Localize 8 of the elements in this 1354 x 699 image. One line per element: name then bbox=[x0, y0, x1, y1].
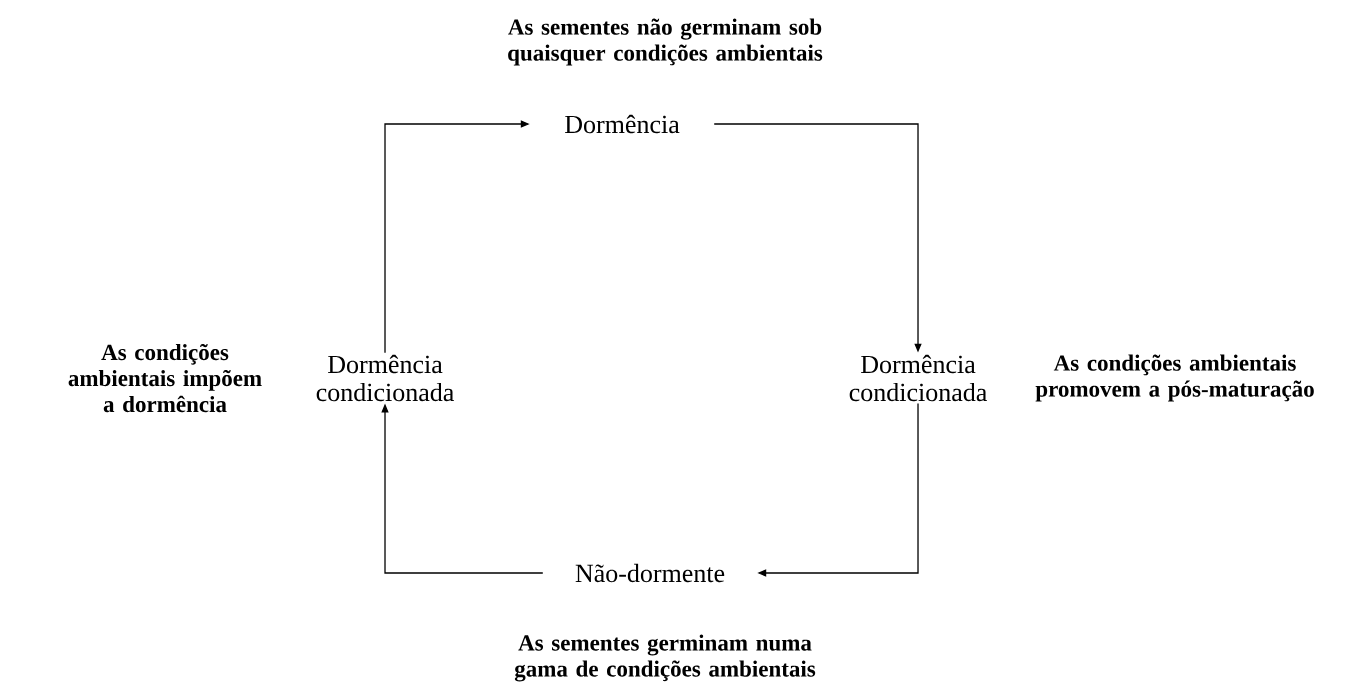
state-label: Dormência condicionada bbox=[316, 354, 454, 402]
caption-text: As condições ambientais impõem a dormência bbox=[68, 343, 262, 413]
caption-text: As sementes não germinam sob quaisquer condições ambientais bbox=[508, 18, 823, 66]
state-label: Não-dormente bbox=[575, 563, 725, 583]
caption-text: As condições ambientais promovem a pós-maturação bbox=[1035, 354, 1314, 402]
state-label: Dormência bbox=[565, 114, 680, 134]
caption-text: As sementes germinam numa gama de condições ambientais bbox=[514, 634, 816, 682]
state-label: Dormência condicionada bbox=[849, 354, 987, 402]
